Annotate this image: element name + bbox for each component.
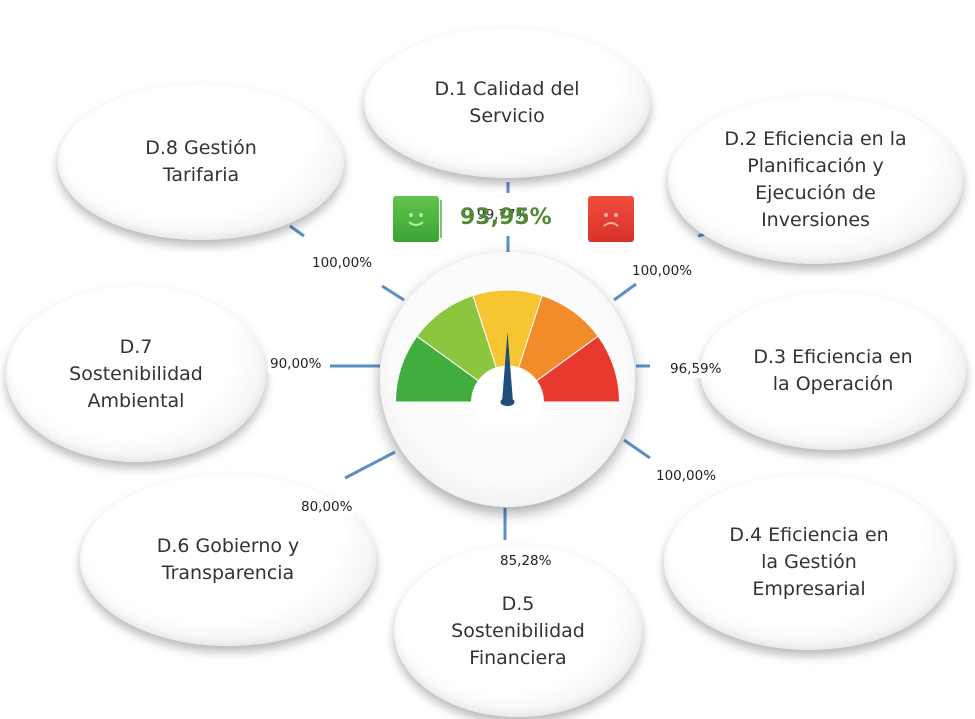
total-score-value: 93,95% bbox=[460, 205, 552, 230]
value-d4: 100,00% bbox=[654, 467, 719, 485]
dimension-bubble-d3: D.3 Eficiencia en la Operación bbox=[700, 292, 966, 450]
dimension-bubble-d1: D.1 Calidad del Servicio bbox=[364, 28, 650, 178]
connector-d6 bbox=[344, 450, 396, 480]
connector-d8 bbox=[381, 284, 405, 302]
value-d8: 100,00% bbox=[310, 254, 375, 272]
dimension-label-d5: D.5 Sostenibilidad Financiera bbox=[451, 592, 585, 669]
gauge-segment-red bbox=[535, 335, 621, 403]
dimension-bubble-d7: D.7 Sostenibilidad Ambiental bbox=[6, 286, 266, 462]
dimension-bubble-d2: D.2 Eficiencia en la Planificación y Eje… bbox=[668, 96, 963, 264]
value-d5: 85,28% bbox=[498, 552, 554, 570]
dimension-label-d1: D.1 Calidad del Servicio bbox=[434, 78, 580, 127]
hub-divider bbox=[440, 200, 442, 238]
value-d1: 99,77% bbox=[475, 206, 531, 224]
dimension-label-d8: D.8 Gestión Tarifaria bbox=[145, 137, 257, 186]
value-d6: 80,00% bbox=[299, 498, 355, 516]
dimension-bubble-d5: D.5 Sostenibilidad Financiera bbox=[394, 545, 642, 717]
connector-d4 bbox=[623, 438, 651, 460]
connector-d2 bbox=[613, 282, 637, 302]
sad-face-icon bbox=[588, 196, 634, 242]
dimension-label-d3: D.3 Eficiencia en la Operación bbox=[753, 346, 913, 395]
value-d2: 100,00% bbox=[630, 262, 695, 280]
connector-d8-outer bbox=[289, 224, 305, 238]
value-d3: 96,59% bbox=[668, 360, 724, 378]
dimension-label-d2: D.2 Eficiencia en la Planificación y Eje… bbox=[724, 128, 907, 231]
dimension-label-d7: D.7 Sostenibilidad Ambiental bbox=[69, 335, 203, 412]
gauge-needle bbox=[502, 332, 513, 402]
dimension-bubble-d4: D.4 Eficiencia en la Gestión Empresarial bbox=[664, 474, 954, 650]
gauge-icon bbox=[394, 289, 621, 424]
value-d7: 90,00% bbox=[268, 355, 324, 373]
dimension-bubble-d8: D.8 Gestión Tarifaria bbox=[58, 84, 344, 240]
smiley-face-icon bbox=[393, 196, 439, 242]
dimension-label-d6: D.6 Gobierno y Transparencia bbox=[156, 535, 300, 584]
dimension-label-d4: D.4 Eficiencia en la Gestión Empresarial bbox=[729, 523, 889, 600]
central-gauge-hub bbox=[380, 252, 635, 507]
